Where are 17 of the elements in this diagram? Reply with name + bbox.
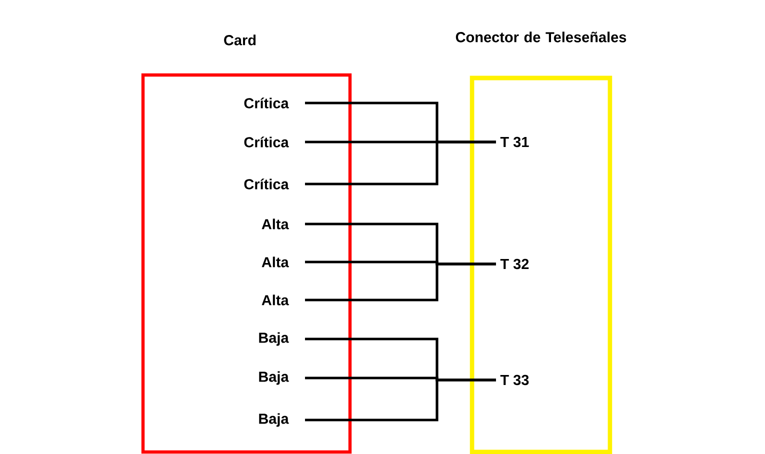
signal-label: Crítica: [244, 136, 289, 148]
signal-label: Baja: [259, 413, 289, 427]
signal-label: Crítica: [244, 98, 289, 108]
terminal-label: T 33: [500, 374, 529, 386]
wire: [305, 378, 496, 422]
node-label: Conector de Teleseñales: [456, 32, 626, 42]
signal-label: Alta: [262, 294, 289, 306]
node-label: Card: [224, 34, 256, 46]
wire: [305, 140, 496, 186]
wire: [305, 262, 496, 302]
terminal-label: T 31: [500, 136, 529, 148]
signal-label: Baja: [259, 371, 289, 385]
signal-label: Crítica: [244, 178, 289, 190]
terminal-label: T 32: [500, 258, 529, 270]
signal-label: Baja: [259, 332, 289, 346]
signal-label: Alta: [262, 218, 289, 230]
signal-label: Alta: [262, 256, 289, 268]
